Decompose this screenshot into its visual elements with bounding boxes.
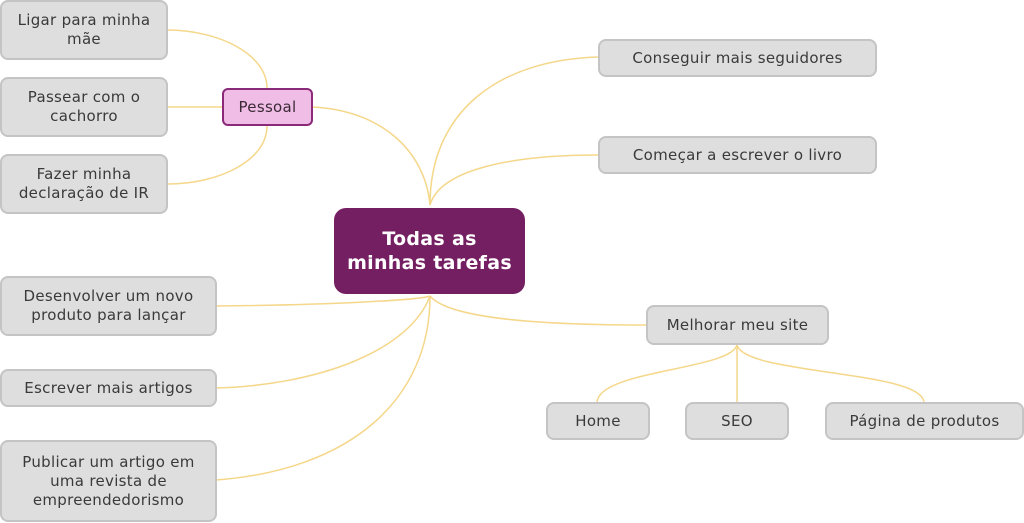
connector-site-produtos xyxy=(736,344,925,403)
task-desenvolver-produto[interactable]: Desenvolver um novo produto para lançar xyxy=(0,276,217,336)
connector-central-publicar xyxy=(215,295,431,481)
task-publicar-artigo[interactable]: Publicar um artigo em uma revista de emp… xyxy=(0,440,217,522)
connector-pessoal-fazer xyxy=(166,125,268,185)
connector-central-livro xyxy=(429,154,599,206)
subtask-pagina-produtos[interactable]: Página de produtos xyxy=(825,402,1024,440)
connector-central-pessoal xyxy=(311,106,431,206)
connector-pessoal-ligar xyxy=(166,29,268,89)
task-escrever-artigos[interactable]: Escrever mais artigos xyxy=(0,369,217,407)
task-ligar-mae[interactable]: Ligar para minha mãe xyxy=(0,0,168,60)
connector-central-site xyxy=(429,295,647,326)
task-passear-cachorro[interactable]: Passear com o cachorro xyxy=(0,77,168,137)
connector-central-escrever xyxy=(215,295,431,389)
task-conseguir-seguidores[interactable]: Conseguir mais seguidores xyxy=(598,39,877,77)
connector-central-desenvolver xyxy=(215,295,431,307)
subtask-seo[interactable]: SEO xyxy=(685,402,789,440)
connector-central-seguidores xyxy=(429,56,599,206)
task-declaracao-ir[interactable]: Fazer minha declaração de IR xyxy=(0,154,168,214)
task-escrever-livro[interactable]: Começar a escrever o livro xyxy=(598,136,877,174)
subtask-home[interactable]: Home xyxy=(546,402,650,440)
task-melhorar-site[interactable]: Melhorar meu site xyxy=(646,305,829,345)
category-pessoal[interactable]: Pessoal xyxy=(222,88,313,126)
central-node[interactable]: Todas as minhas tarefas xyxy=(334,208,525,294)
connector-site-home xyxy=(596,344,738,403)
